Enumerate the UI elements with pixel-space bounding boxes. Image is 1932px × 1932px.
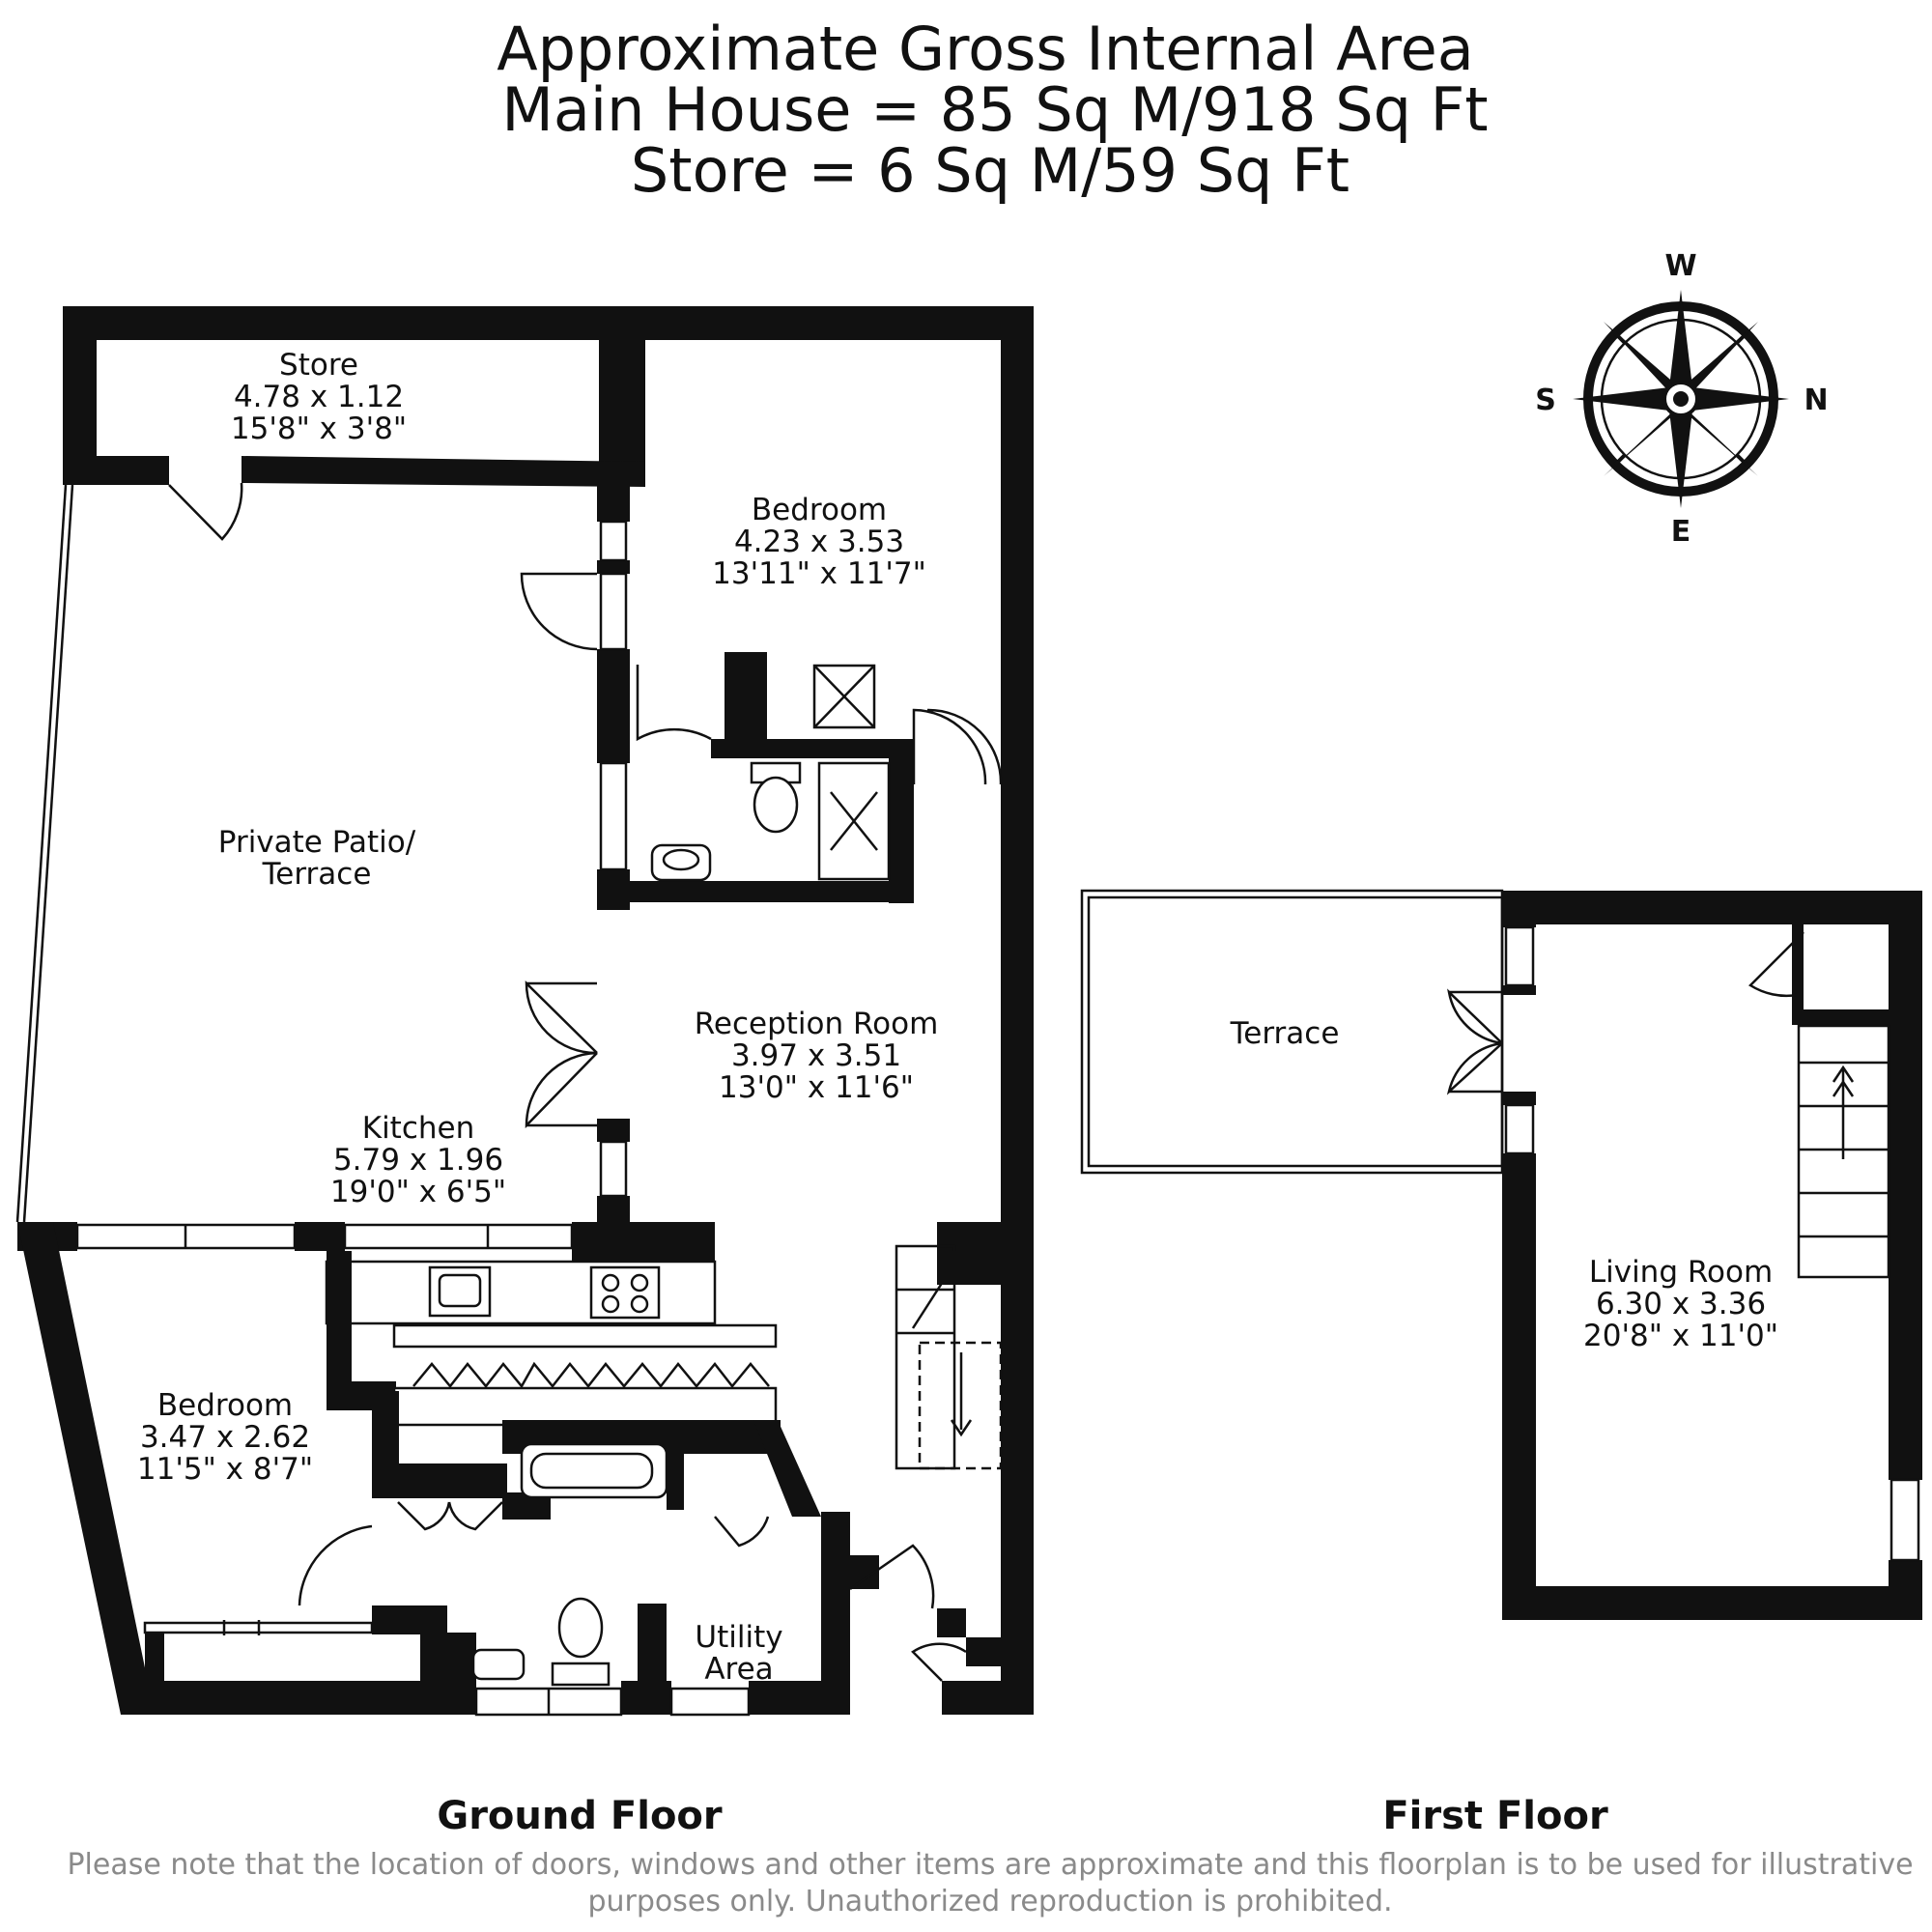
bedroom2-imperial: 11'5" x 8'7" [137,1452,313,1487]
main-house-area: Main House = 85 Sq M/918 Sq Ft [501,74,1488,145]
reception-name: Reception Room [695,1007,939,1041]
ground-floor-plan [15,306,1034,1717]
compass-north-label: N [1804,384,1828,417]
bedroom1-imperial: 13'11" x 11'7" [712,556,926,591]
compass-rose-icon [1573,290,1789,508]
area-title: Approximate Gross Internal Area [497,14,1474,84]
disclaimer-line1: Please note that the location of doors, … [67,1848,1913,1882]
ground-floor-label: Ground Floor [437,1794,723,1838]
utility-name-line2: Area [704,1652,773,1687]
compass-east-label: E [1671,515,1691,549]
ground-floor-labels: Store 4.78 x 1.12 15'8" x 3'8" Bedroom 4… [137,348,938,1687]
disclaimer-line2: purposes only. Unauthorized reproduction… [587,1885,1392,1918]
store-area: Store = 6 Sq M/59 Sq Ft [631,135,1350,206]
utility-name-line1: Utility [695,1620,782,1655]
reception-metric: 3.97 x 3.51 [731,1038,901,1073]
living-imperial: 20'8" x 11'0" [1583,1319,1778,1353]
store-metric: 4.78 x 1.12 [234,380,404,414]
compass-south-label: S [1535,384,1556,417]
bedroom1-name: Bedroom [752,493,887,527]
first-floor-labels: Terrace Living Room 6.30 x 3.36 20'8" x … [1230,1016,1778,1353]
bedroom1-metric: 4.23 x 3.53 [734,525,904,559]
reception-imperial: 13'0" x 11'6" [719,1070,914,1105]
store-name: Store [279,348,358,383]
kitchen-imperial: 19'0" x 6'5" [330,1175,506,1209]
living-metric: 6.30 x 3.36 [1596,1287,1766,1321]
living-name: Living Room [1589,1255,1773,1290]
bedroom2-name: Bedroom [157,1388,293,1423]
bedroom2-metric: 3.47 x 2.62 [140,1420,310,1455]
kitchen-metric: 5.79 x 1.96 [333,1143,503,1178]
compass-west-label: W [1664,249,1696,283]
terrace-name: Terrace [1230,1016,1340,1051]
store-imperial: 15'8" x 3'8" [231,412,407,446]
first-floor-label: First Floor [1382,1794,1608,1838]
kitchen-name: Kitchen [362,1111,475,1146]
patio-name-line1: Private Patio/ [218,825,416,860]
patio-name-line2: Terrace [262,857,372,892]
first-floor-plan [1080,889,1922,1620]
header: Approximate Gross Internal Area Main Hou… [497,14,1488,206]
